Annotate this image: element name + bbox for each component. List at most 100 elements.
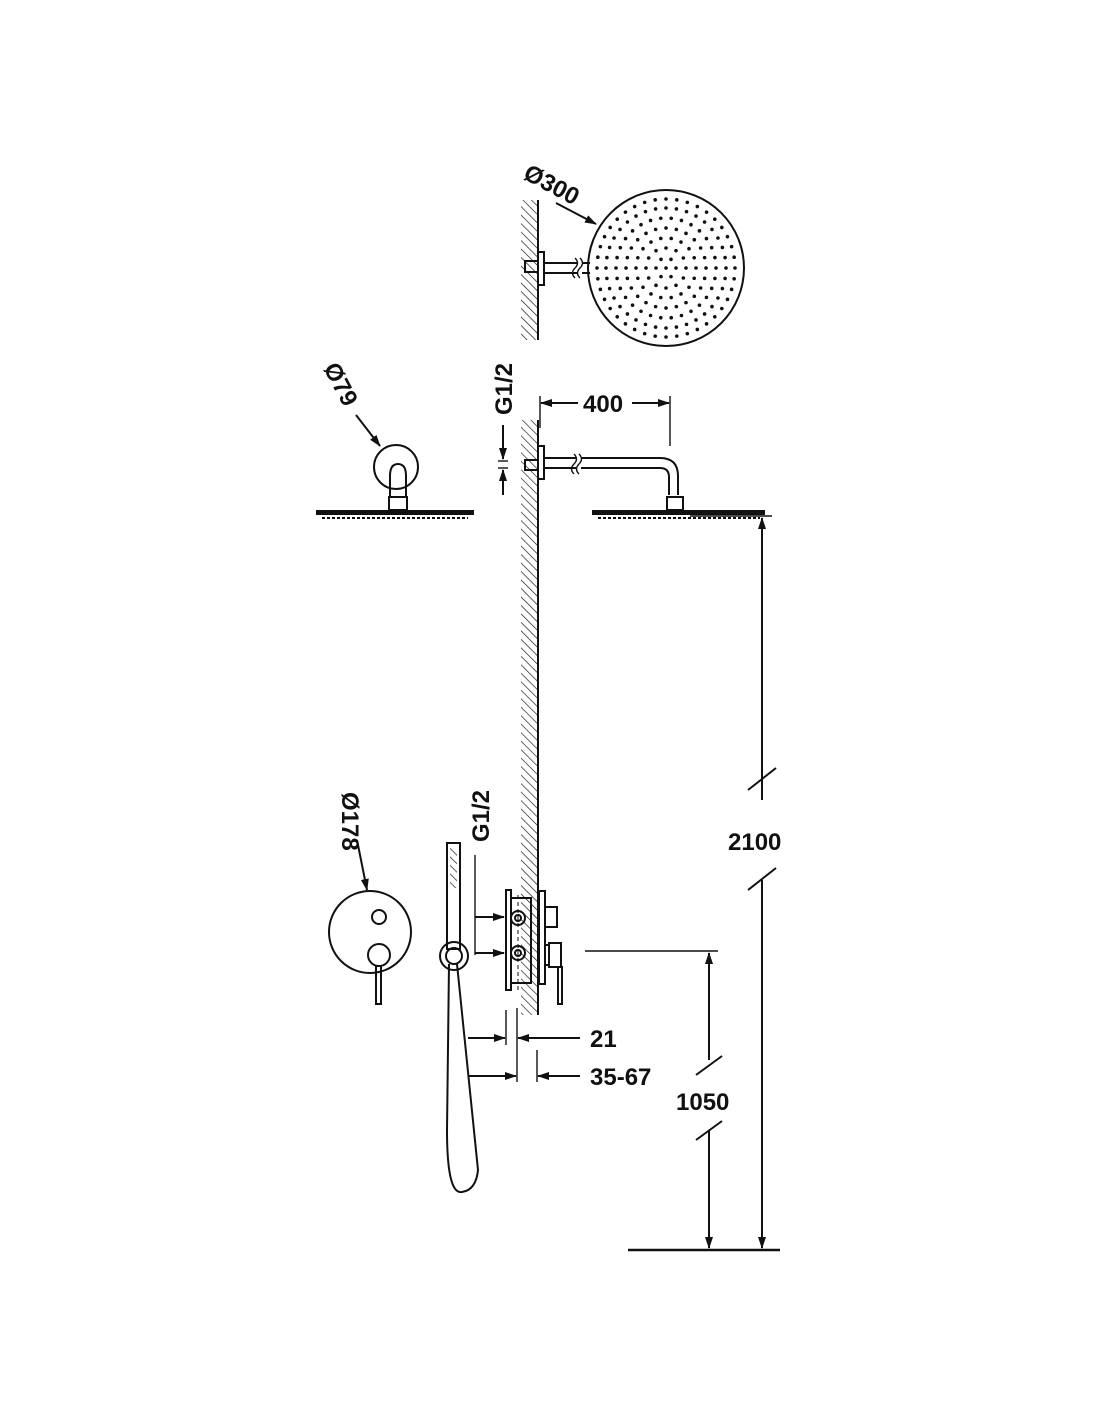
nozzle-dot xyxy=(702,312,707,316)
nozzle-dot xyxy=(704,236,709,241)
nozzle-dot xyxy=(685,331,690,336)
nozzle-dot xyxy=(725,234,730,239)
label-1050: 1050 xyxy=(676,1089,729,1116)
nozzle-dot xyxy=(694,318,698,322)
nozzle-dot xyxy=(694,266,698,270)
nozzle-dot xyxy=(642,331,647,336)
nozzle-dot xyxy=(704,322,709,326)
nozzle-dot xyxy=(634,318,638,322)
nozzle-dot xyxy=(634,214,638,218)
nozzle-dot xyxy=(629,286,634,290)
nozzle-dot xyxy=(648,218,653,223)
label-2100: 2100 xyxy=(728,829,781,856)
nozzle-dot xyxy=(658,295,663,300)
nozzle-dot xyxy=(605,255,609,260)
nozzle-dot xyxy=(679,218,684,223)
nozzle-dot xyxy=(732,276,736,281)
nozzle-dot xyxy=(653,304,658,309)
nozzle-dot xyxy=(625,276,630,281)
nozzle-dot xyxy=(720,225,724,230)
nozzle-dot xyxy=(674,266,678,270)
dim-400: 400 xyxy=(539,391,671,446)
nozzle-dot xyxy=(602,234,607,239)
nozzle-dot xyxy=(729,287,734,292)
nozzle-dot xyxy=(659,274,663,279)
nozzle-dot xyxy=(674,304,679,309)
nozzle-dot xyxy=(664,335,668,339)
nozzle-dot xyxy=(644,266,648,270)
nozzle-dot xyxy=(612,296,616,300)
nozzle-dot xyxy=(654,266,658,270)
nozzle-dot xyxy=(732,255,736,260)
nozzle-dot xyxy=(692,294,697,299)
nozzle-dot xyxy=(649,240,653,244)
nozzle-dot xyxy=(623,210,628,214)
nozzle-dot xyxy=(608,225,612,230)
nozzle-dot xyxy=(615,314,620,319)
dim-21: 21 xyxy=(468,1008,617,1082)
nozzle-dot xyxy=(702,255,707,260)
nozzle-dot xyxy=(644,300,648,305)
valve-body xyxy=(505,889,563,1005)
nozzle-dot xyxy=(669,236,674,241)
nozzle-dot xyxy=(681,276,686,280)
nozzle-dot xyxy=(639,309,643,314)
nozzle-dot xyxy=(615,255,619,260)
nozzle-dot xyxy=(646,276,651,280)
nozzle-dot xyxy=(629,246,634,250)
label-g12-mixer: G1/2 xyxy=(468,790,495,842)
nozzle-dot xyxy=(649,292,653,296)
nozzle-dot xyxy=(598,244,603,249)
leader-d79 xyxy=(355,414,381,447)
nozzle-dot xyxy=(659,257,663,262)
nozzle-dot xyxy=(625,312,630,316)
nozzle-dot xyxy=(623,322,628,326)
nozzle-dot xyxy=(612,236,616,240)
nozzle-dot xyxy=(595,266,599,270)
nozzle-dot xyxy=(689,309,693,314)
label-g12-arm: G1/2 xyxy=(491,363,518,415)
nozzle-dot xyxy=(664,266,668,270)
nozzle-dot xyxy=(712,217,717,222)
nozzle-dot xyxy=(679,292,683,296)
nozzle-dot xyxy=(608,306,612,311)
nozzle-dot xyxy=(713,255,717,260)
nozzle-dot xyxy=(695,327,700,332)
nozzle-dot xyxy=(716,296,720,300)
nozzle-dot xyxy=(625,255,630,260)
nozzle-dot xyxy=(689,222,693,227)
nozzle-dot xyxy=(685,200,690,205)
nozzle-dot xyxy=(694,214,698,218)
nozzle-dot xyxy=(687,285,691,290)
nozzle-dot xyxy=(725,297,730,302)
nozzle-dot xyxy=(720,286,725,291)
nozzle-dot xyxy=(698,286,703,290)
nozzle-dot xyxy=(684,300,688,305)
rain-head-top-view xyxy=(524,189,745,347)
nozzle-dot xyxy=(669,274,673,279)
nozzle-dot xyxy=(709,245,714,250)
nozzle-dot xyxy=(624,266,628,270)
nozzle-dot xyxy=(710,227,714,232)
nozzle-dot xyxy=(623,295,628,300)
dim-1050: 1050 xyxy=(585,950,729,1249)
nozzle-dot xyxy=(679,240,683,244)
nozzle-dot xyxy=(658,315,663,320)
nozzle-dot xyxy=(643,209,648,214)
nozzle-dot xyxy=(697,229,702,233)
nozzle-dot xyxy=(643,322,648,327)
nozzle-dot xyxy=(712,314,717,319)
nozzle-dot xyxy=(664,197,668,201)
nozzle-dot xyxy=(664,306,668,310)
nozzle-dot xyxy=(618,286,623,291)
nozzle-dot xyxy=(641,285,645,290)
nozzle-dot xyxy=(605,276,609,281)
nozzle-dot xyxy=(664,286,668,290)
nozzle-dot xyxy=(632,204,637,209)
dim-2100: 2100 xyxy=(690,515,781,1249)
label-21: 21 xyxy=(590,1026,617,1053)
nozzle-dot xyxy=(664,226,668,230)
nozzle-dot xyxy=(669,315,674,320)
flange-side-view xyxy=(316,444,474,519)
